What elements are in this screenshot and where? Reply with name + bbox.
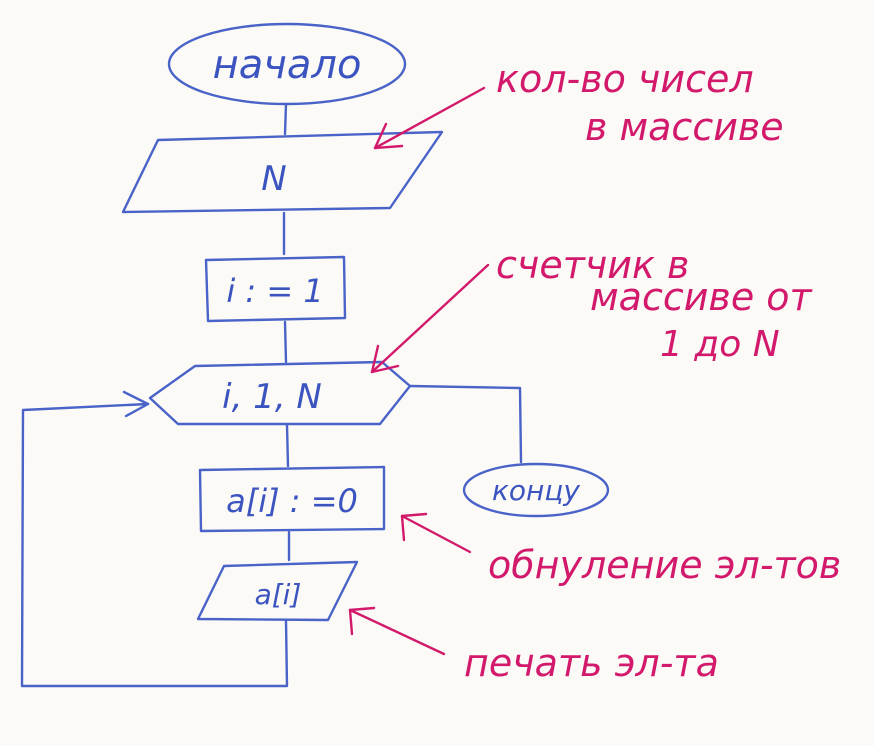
loop-back-connector: [20, 402, 289, 688]
annotation-count-line2: в массиве: [585, 105, 784, 149]
assign-label: a[i] : =0: [226, 482, 358, 520]
annotation-zeroing-arrowhead: [400, 512, 428, 542]
annotation-count-arrow: [373, 86, 486, 150]
annotation-printing-arrow: [348, 608, 446, 656]
annotation-counter-arrowhead: [370, 344, 400, 374]
input-label: N: [261, 159, 286, 199]
annotation-counter-line1: счетчик в: [496, 243, 689, 287]
init-process-box: [204, 255, 347, 323]
loop-label: i, 1, N: [222, 377, 322, 417]
loop-back-arrowhead: [122, 390, 150, 418]
annotation-count-arrowhead: [373, 122, 404, 150]
annotation-counter-line2: массиве от: [590, 275, 814, 319]
connector-init-loop: [283, 320, 288, 364]
connector-loop-assign: [285, 423, 290, 468]
flowchart: начало N i : = 1 i, 1, N концу a[i] : =0…: [20, 22, 610, 688]
annotation-count-line1: кол-во чисел: [496, 57, 754, 101]
annotation-counter-arrow: [370, 263, 490, 374]
annotation-zeroing-arrow: [400, 514, 472, 554]
output-label: a[i]: [255, 578, 302, 611]
annotation-counter-line3: 1 до N: [660, 324, 780, 365]
start-label: начало: [213, 42, 362, 88]
annotation-zeroing: обнуление эл-тов: [488, 543, 841, 587]
annotation-printing-arrowhead: [348, 606, 376, 636]
annotation-printing: печать эл-та: [464, 641, 719, 685]
loop-exit-connector: [408, 384, 523, 464]
connector-start-input: [283, 102, 288, 136]
assign-process-box: [198, 465, 386, 533]
annotations: кол-во чисел в массиве счетчик в массиве…: [348, 57, 841, 685]
output-parallelogram: [196, 560, 359, 622]
end-terminator: [462, 462, 610, 518]
init-label: i : = 1: [226, 272, 323, 310]
end-label: концу: [492, 474, 580, 507]
input-parallelogram: [121, 130, 444, 214]
